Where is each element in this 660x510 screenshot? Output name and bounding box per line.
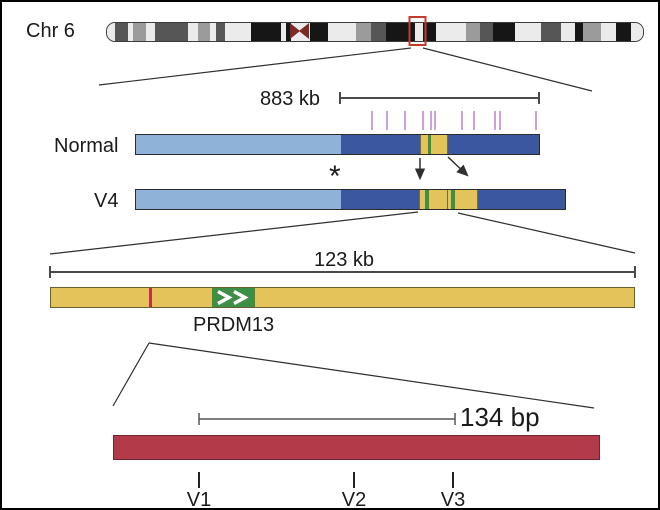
ideogram-band <box>133 23 146 41</box>
zoom-lines-mid <box>49 211 636 255</box>
purple-tick <box>422 111 424 130</box>
variant-tick-v3 <box>452 472 454 488</box>
ideogram-band <box>493 23 515 41</box>
purple-tick <box>386 111 388 130</box>
ideogram-band <box>541 23 561 41</box>
normal-haplotype-bar <box>135 134 540 155</box>
ideogram-band <box>286 23 291 41</box>
gene-label: PRDM13 <box>193 314 275 336</box>
chromosome-ideogram <box>106 22 644 42</box>
asterisk-annotation: * <box>329 160 341 193</box>
v4-duplicated-region-2 <box>447 190 478 209</box>
zoom-lines-bottom <box>112 342 595 409</box>
duplication-arrows <box>414 156 469 181</box>
ideogram-band <box>210 23 216 41</box>
ideogram-band <box>616 23 631 41</box>
ideogram-band <box>583 23 601 41</box>
scale-bar-134bp <box>198 413 456 425</box>
purple-tick <box>371 111 373 130</box>
v4-haplotype-bar <box>135 189 566 210</box>
sequence-bar-134bp <box>113 435 600 460</box>
ideogram-band <box>561 23 575 41</box>
ideogram-band <box>128 23 133 41</box>
ideogram-band <box>515 23 541 41</box>
ideogram-band <box>328 23 356 41</box>
v4-gene-mark-2 <box>451 190 455 209</box>
variant-tick-v2 <box>353 472 355 488</box>
ideogram-band <box>631 23 643 41</box>
v4-row-label: V4 <box>94 190 119 212</box>
variant-label-v3: V3 <box>440 489 466 510</box>
purple-tick <box>494 111 496 130</box>
ideogram-band <box>198 23 210 41</box>
variant-region-marker <box>149 288 152 307</box>
normal-row-label: Normal <box>54 135 119 157</box>
ideogram-band <box>423 23 436 41</box>
ideogram-band <box>281 23 286 41</box>
variant-label-v2: V2 <box>341 489 367 510</box>
ideogram-band <box>188 23 198 41</box>
ideogram-band <box>575 23 583 41</box>
ideogram-band <box>415 23 423 41</box>
ideogram-band <box>466 23 480 41</box>
ideogram-band <box>436 23 466 41</box>
chromosome-label: Chr 6 <box>26 20 75 42</box>
ideogram-band <box>371 23 386 41</box>
ideogram-band <box>225 23 251 41</box>
mid-scale-label: 123 kb <box>314 249 375 271</box>
ideogram-band <box>216 23 225 41</box>
purple-tick <box>473 111 475 130</box>
ideogram-band <box>601 23 616 41</box>
ideogram-band <box>146 23 155 41</box>
purple-tick <box>499 111 501 130</box>
bottom-scale-label: 134 bp <box>460 402 540 432</box>
ideogram-band <box>310 23 328 41</box>
top-scale-label: 883 kb <box>260 88 321 110</box>
zoom-lines-top <box>98 47 593 92</box>
ideogram-band <box>155 23 188 41</box>
ideogram-band <box>291 23 310 41</box>
ideogram-band <box>115 23 128 41</box>
region-bar-123kb <box>50 287 635 308</box>
ideogram-band <box>386 23 415 41</box>
scale-bar-883kb <box>339 92 540 104</box>
ideogram-band <box>480 23 493 41</box>
v4-duplicated-region-1 <box>419 190 448 209</box>
prdm13-gene-box <box>212 288 255 307</box>
purple-tick <box>535 111 537 130</box>
ideogram-band <box>107 23 115 41</box>
normal-lightblue-segment <box>136 135 341 154</box>
purple-tick <box>434 111 436 130</box>
purple-tick <box>430 111 432 130</box>
normal-gene-mark <box>428 135 431 154</box>
variant-label-v1: V1 <box>186 489 212 510</box>
v4-lightblue-segment <box>136 190 341 209</box>
ideogram-band <box>356 23 371 41</box>
ideogram-band <box>251 23 281 41</box>
purple-tick <box>404 111 406 130</box>
normal-duplicated-region <box>420 135 448 154</box>
v4-gene-mark-1 <box>425 190 429 209</box>
variant-tick-v1 <box>198 472 200 488</box>
purple-tick <box>461 111 463 130</box>
